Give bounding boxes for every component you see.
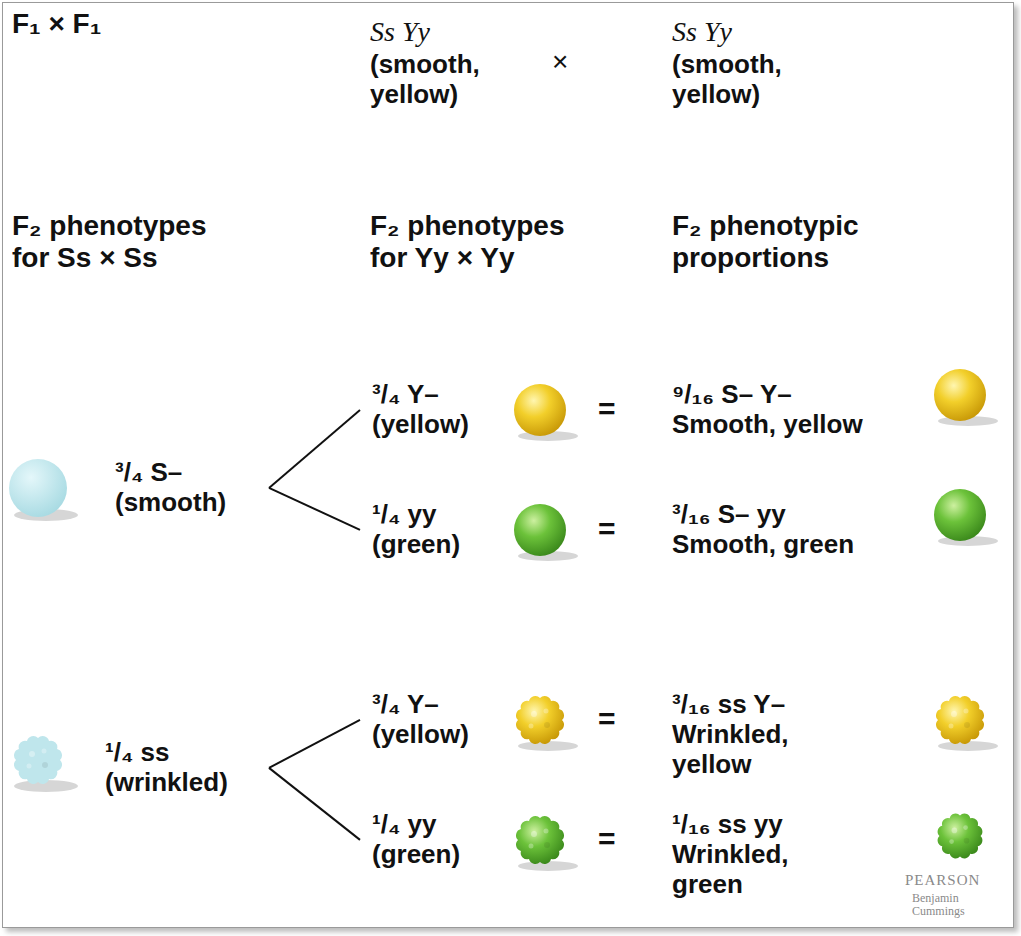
phenotype-fraction: ¹/₄ yy (green) [372,500,502,560]
proportion: ³/₁₆ ss Y– [672,690,912,720]
wrinkled-green-seed [516,816,564,864]
phenotype: Smooth, green [672,530,932,560]
column-heading: F₂ phenotypes for Ss × Ss [12,210,242,274]
wrinkled-seed [14,736,62,784]
phenotype-fraction: ¹/₄ ss (wrinkled) [105,738,265,798]
phenotype: Wrinkled, yellow [672,720,842,780]
branch-stroke [269,720,360,768]
phenotype-fraction: ³/₄ S– (smooth) [115,458,265,518]
wrinkled-green-seed [938,814,983,859]
phenotype-group: ¹/₄ ss (wrinkled) [105,738,265,798]
equals-sign: = [598,392,638,427]
genotype: Ss Yy [672,16,872,48]
wrinkled-yellow-seed [516,696,564,744]
cross-sign: × [552,46,592,78]
phenotype-group: ³/₄ Y– (yellow) [372,380,502,440]
branch-stroke [269,488,360,530]
branch-stroke [269,410,360,488]
phenotype-fraction: ³/₄ Y– (yellow) [372,380,502,440]
branch-line [269,488,360,530]
branch-line [269,768,360,840]
wrinkled-yellow-seed [936,696,984,744]
proportion: ¹/₁₆ ss yy [672,810,912,840]
column-heading: F₂ phenotypes for Yy × Yy [370,210,600,274]
smooth-seed [9,459,67,517]
branch-line [269,410,360,488]
phenotype-group: ¹/₄ yy (green) [372,500,502,560]
green-seed [934,489,986,541]
branch-stroke [269,768,360,840]
phenotype: Wrinkled, green [672,840,842,900]
yellow-seed [934,369,986,421]
equals-sign: = [598,702,638,737]
watermark: Benjamin Cummings [912,892,1012,918]
genotype: Ss Yy [370,16,570,48]
phenotype: (smooth, yellow) [672,50,822,110]
phenotype: (smooth, yellow) [370,50,520,110]
phenotype-fraction: ³/₄ Y– (yellow) [372,690,502,750]
proportion: ⁹/₁₆ S– Y– [672,380,912,410]
phenotype-group: ³/₄ Y– (yellow) [372,690,502,750]
proportion: ³/₁₆ S– yy [672,500,912,530]
cross-title: F₁ × F₁ [12,8,312,40]
watermark: PEARSON [905,872,1015,889]
equals-sign: = [598,512,638,547]
yellow-seed [514,384,566,436]
column-heading: F₂ phenotypic proportions [672,210,902,274]
branch-line [269,720,360,768]
phenotype-fraction: ¹/₄ yy (green) [372,810,502,870]
phenotype: Smooth, yellow [672,410,932,440]
phenotype-group: ¹/₄ yy (green) [372,810,502,870]
equals-sign: = [598,822,638,857]
phenotype-group: ³/₄ S– (smooth) [115,458,265,518]
green-seed [514,504,566,556]
